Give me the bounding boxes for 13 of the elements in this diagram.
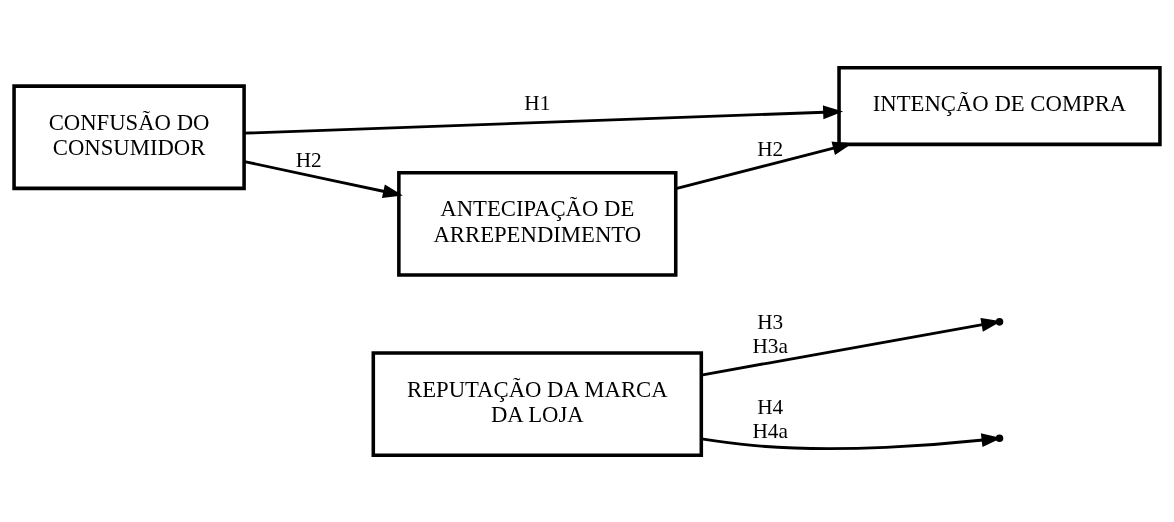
node-box: CONFUSÃO DO CONSUMIDOR <box>12 83 246 190</box>
edge-label: H4 H4a <box>752 394 788 443</box>
arrow <box>244 104 844 135</box>
node-box: INTENÇÃO DE COMPRA <box>837 65 1162 146</box>
node-box: REPUTAÇÃO DA MARCA DA LOJA <box>371 350 704 457</box>
arrow <box>244 159 403 198</box>
arrow <box>701 317 1002 376</box>
edge-label: H2 <box>295 147 322 172</box>
node-box: ANTECIPAÇÃO DE ARREPENDIMENTO <box>397 170 678 277</box>
edge-label: H2 <box>757 136 784 161</box>
edge-label: H1 <box>524 90 551 115</box>
edge-label: H3 H3a <box>752 309 788 358</box>
arrow <box>701 432 1002 450</box>
